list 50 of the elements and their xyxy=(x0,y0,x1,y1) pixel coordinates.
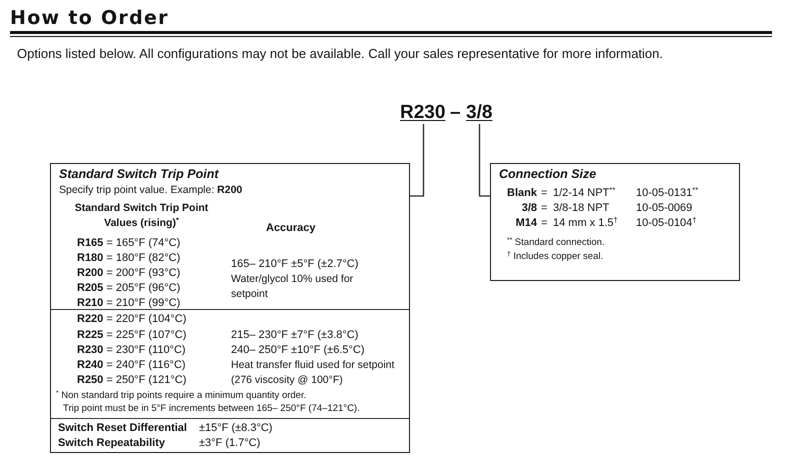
trip-point-option: R210 = 210°F (99°C) xyxy=(77,296,180,311)
separator-dash: – xyxy=(450,102,461,124)
leader-line xyxy=(410,124,424,197)
panel-heading: Standard Switch Trip Point xyxy=(59,167,219,182)
footnote: $^{†}$ Includes copper seal. xyxy=(507,250,604,263)
accuracy-note: Heat transfer fluid used for setpoint xyxy=(231,358,394,373)
trip-point-option: R205 = 205°F (96°C) xyxy=(77,281,180,296)
trip-point-option: R220 = 220°F (104°C) xyxy=(77,312,186,327)
intro-paragraph: Options listed below. All configurations may not be available. Call your sales representative for more information. xyxy=(16,45,663,62)
trip-point-option: R230 = 230°F (110°C) xyxy=(77,343,186,358)
accuracy-spec: 165– 210°F ±5°F (±2.7°C) xyxy=(231,257,358,272)
accuracy-note: Water/glycol 10% used for setpoint xyxy=(231,272,354,302)
part-number: 10-05-0069 xyxy=(636,201,692,216)
option-code: M14 xyxy=(516,216,537,231)
connection-size-panel xyxy=(490,163,740,281)
leader-line xyxy=(478,124,490,197)
instruction-text: Specify trip point value. Example: R200 xyxy=(59,183,242,198)
trip-point-panel xyxy=(50,163,410,453)
footnote: Trip point must be in 5°F increments between 165– 250°F (74–121°C). xyxy=(63,402,360,415)
option-code: Blank xyxy=(507,186,537,201)
column-header: Accuracy xyxy=(266,221,316,236)
spec-name: Switch Reset Differential xyxy=(58,421,187,436)
thread-size: 14 mm x 1.5$^{†}$ xyxy=(553,216,618,231)
accuracy-spec: 215– 230°F ±7°F (±3.8°C) xyxy=(231,328,358,343)
trip-point-option: R180 = 180°F (82°C) xyxy=(77,251,180,266)
trip-point-option: R165 = 165°F (74°C) xyxy=(77,236,180,251)
order-code-text: 3/8 xyxy=(466,102,492,124)
page-title: How to Order xyxy=(10,6,169,30)
trip-point-option: R225 = 225°F (107°C) xyxy=(77,328,186,343)
spec-value: ±15°F (±8.3°C) xyxy=(199,421,272,436)
trip-point-option: R200 = 200°F (93°C) xyxy=(77,266,180,281)
accuracy-note: (276 viscosity @ 100°F) xyxy=(231,373,343,388)
equals-sign: = xyxy=(541,186,548,201)
option-code: 3/8 xyxy=(522,201,537,216)
part-number: 10-05-0104$^{†}$ xyxy=(636,216,697,231)
spec-value: ±3°F (1.7°C) xyxy=(199,436,260,451)
panel-heading: Connection Size xyxy=(499,167,596,182)
thread-size: 1/2-14 NPT$^{**}$ xyxy=(553,186,616,201)
trip-point-option: R250 = 250°F (121°C) xyxy=(77,373,186,388)
spec-name: Switch Repeatability xyxy=(58,436,165,451)
order-code-text: R230 xyxy=(400,102,446,124)
thread-size: 3/8-18 NPT xyxy=(553,201,610,216)
equals-sign: = xyxy=(541,201,548,216)
footnote: $^{*}$ Non standard trip points require a minimum quantity order. xyxy=(56,389,306,402)
column-header: Standard Switch Trip Point Values (rising)$^{*}$ xyxy=(74,201,210,231)
accuracy-spec: 240– 250°F ±10°F (±6.5°C) xyxy=(231,343,364,358)
part-number: 10-05-0131$^{**}$ xyxy=(636,186,698,201)
trip-point-option: R240 = 240°F (116°C) xyxy=(77,358,186,373)
equals-sign: = xyxy=(541,216,548,231)
footnote: $^{**}$ Standard connection. xyxy=(507,236,605,249)
